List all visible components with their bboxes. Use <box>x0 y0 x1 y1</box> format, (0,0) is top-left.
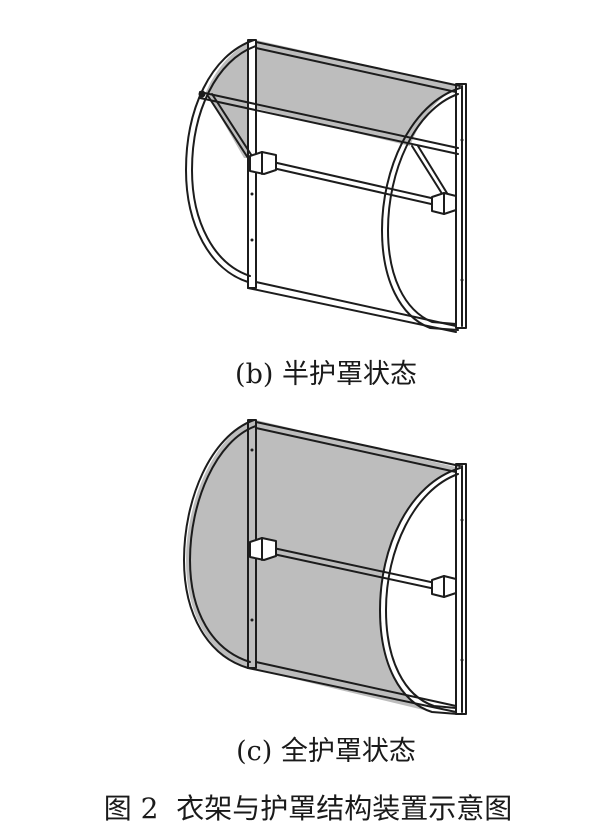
panel-c-right-hoop <box>379 467 461 715</box>
panel-b-upper-rail <box>199 91 459 149</box>
panel-b-caption: (b) 半护罩状态 <box>235 359 417 390</box>
panel-b-cross-rod <box>263 159 441 201</box>
panel-b-left-brace <box>207 95 249 159</box>
panel-b-right-brace <box>411 145 447 201</box>
panel-c-bottom-bar <box>255 661 457 707</box>
panel-b-left-clamp <box>249 151 277 175</box>
figure-title: 图 2 衣架与护罩结构装置示意图 <box>104 792 513 825</box>
panel-b-mesh-cover <box>206 40 460 146</box>
panel-b-top-bar <box>255 41 461 87</box>
panel-b-right-clamp <box>431 192 457 215</box>
panel-b-half-cover-drawing <box>185 39 467 333</box>
panel-b-right-hoop <box>381 87 461 331</box>
panel-c-left-clamp <box>249 537 277 561</box>
panel-b-bottom-bar <box>255 281 457 327</box>
panel-c-caption: (c) 全护罩状态 <box>236 736 416 767</box>
panel-c-full-cover-drawing <box>183 419 467 715</box>
panel-c-left-hoop <box>183 419 255 669</box>
panel-b-left-hoop <box>185 39 255 283</box>
panel-c-cross-rod <box>263 545 441 585</box>
panel-c-right-clamp <box>431 575 457 598</box>
panel-c-top-bar <box>255 421 461 467</box>
